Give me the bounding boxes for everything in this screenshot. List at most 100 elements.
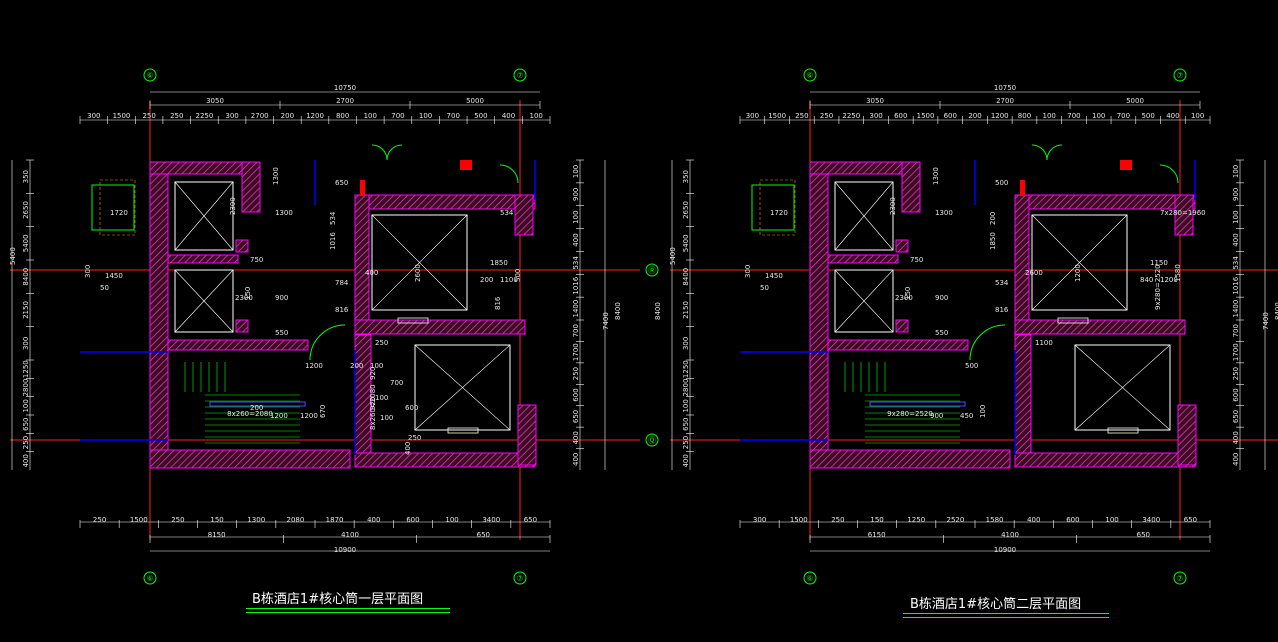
wall-shaft2-bottom [354, 452, 536, 468]
dim-bottom-detail: 3400 [1142, 516, 1160, 524]
row-bubble [645, 263, 659, 277]
interior-dim: 1150 [1150, 259, 1168, 267]
dim-top-detail: 2700 [251, 112, 269, 120]
dim-top-detail: 400 [1166, 112, 1179, 120]
dim-bottom-detail: 650 [1184, 516, 1197, 524]
dim-right: 100 [572, 210, 580, 223]
dim-top-detail: 200 [968, 112, 981, 120]
elevator-car-3-diag [371, 214, 468, 311]
interior-dim: 700 [390, 379, 403, 387]
dim-left: 400 [682, 454, 690, 467]
dim-top-detail: 250 [795, 112, 808, 120]
interior-dim: 400 [365, 269, 378, 277]
dim-left: 650 [22, 417, 30, 430]
elevator-car-2-diag [174, 269, 234, 333]
dim-top-detail: 700 [447, 112, 460, 120]
wall-shaft-left [354, 194, 370, 331]
dim-bottom-mid: 8150 [208, 531, 226, 539]
dim-right: 250 [572, 367, 580, 380]
dim-right: 1700 [1232, 343, 1240, 361]
interior-dim: 1200 [1160, 276, 1178, 284]
axis-bubble-label: ⑦ [516, 574, 523, 583]
interior-dim: 300 [84, 265, 92, 278]
interior-dim: 1300 [935, 209, 953, 217]
dim-bottom-detail: 300 [753, 516, 766, 524]
row-bubble-label: Ⓠ [648, 436, 656, 445]
axis-bubble [143, 571, 157, 585]
axis-bubble-label: ⑥ [146, 71, 153, 80]
dim-bottom-detail: 250 [93, 516, 106, 524]
dim-right: 400 [572, 233, 580, 246]
dim-left-total: 8400 [654, 302, 662, 320]
interior-dim: 8x260=2080 [369, 384, 377, 430]
dim-top-detail: 100 [1191, 112, 1204, 120]
interior-dim: 1300 [275, 209, 293, 217]
axis-bubble [143, 68, 157, 82]
dim-bottom-detail: 250 [171, 516, 184, 524]
dim-right: 400 [572, 431, 580, 444]
dim-top-detail: 500 [474, 112, 487, 120]
interior-dim: 50 [100, 284, 109, 292]
elevator-car-4-diag [414, 344, 511, 431]
door-swing [1046, 144, 1063, 161]
dim-bottom-detail: 1580 [986, 516, 1004, 524]
dim-bottom-detail: 1870 [326, 516, 344, 524]
dim-top-detail: 800 [336, 112, 349, 120]
dim-top-detail: 300 [225, 112, 238, 120]
shaft-outline [751, 184, 795, 231]
elevator-car-4 [1074, 344, 1171, 431]
wall-shaft-top [354, 194, 536, 210]
stair-label: 8x260=2080 [227, 410, 273, 418]
dim-right: 250 [1232, 367, 1240, 380]
elevator-car-4 [414, 344, 511, 431]
wall-pier-2 [235, 319, 249, 333]
interior-dim: 1200 [305, 362, 323, 370]
dim-top-mid: 3050 [206, 97, 224, 105]
wall-shaft-mid [354, 319, 526, 335]
dim-bottom-detail: 100 [445, 516, 458, 524]
shaft-outline [91, 184, 135, 231]
interior-dim: 900 [930, 412, 943, 420]
axis-bubble [513, 68, 527, 82]
interior-dim: 200 [480, 276, 493, 284]
interior-dim: 450 [960, 412, 973, 420]
dim-top-detail: 100 [1043, 112, 1056, 120]
dim-right: 400 [572, 453, 580, 466]
wall-left [149, 161, 169, 468]
wall-bottom-left [149, 449, 351, 469]
interior-dim: 920 [369, 367, 377, 380]
dim-right-total: 8400 [1274, 302, 1278, 320]
dim-right: 900 [572, 188, 580, 201]
dim-bottom-detail: 100 [1105, 516, 1118, 524]
interior-dim: 1580 [1174, 264, 1182, 282]
dim-top-detail: 300 [869, 112, 882, 120]
interior-dim: 1016 [329, 232, 337, 250]
door-swing [371, 144, 388, 161]
wall-top-stub [241, 161, 261, 213]
wall-shaft-top [1014, 194, 1196, 210]
dim-bottom-detail: 600 [406, 516, 419, 524]
interior-dim: 670 [319, 405, 327, 418]
interior-dim: 550 [275, 329, 288, 337]
dim-bottom-mid: 650 [477, 531, 490, 539]
dim-left: 8400 [22, 268, 30, 286]
red-marker [1120, 160, 1132, 170]
door-swing [309, 324, 346, 361]
elevator-car-3-diag [1031, 214, 1128, 311]
row-bubble [645, 433, 659, 447]
wall-mid [827, 339, 969, 351]
interior-dim: 500 [995, 179, 1008, 187]
dim-left: 1250 [682, 360, 690, 378]
interior-dim: 1720 [110, 209, 128, 217]
dim-bottom-overall: 10900 [334, 546, 356, 554]
dim-top-detail: 250 [820, 112, 833, 120]
dim-left-total: 8400 [0, 302, 2, 320]
dim-left: 5400 [22, 234, 30, 252]
dim-left: 2150 [682, 301, 690, 319]
elevator-door-4 [1107, 427, 1139, 434]
dim-right: 1400 [1232, 300, 1240, 318]
dim-top-detail: 800 [1018, 112, 1031, 120]
dim-left-span: 5400 [669, 247, 677, 265]
dim-right: 534 [572, 256, 580, 270]
